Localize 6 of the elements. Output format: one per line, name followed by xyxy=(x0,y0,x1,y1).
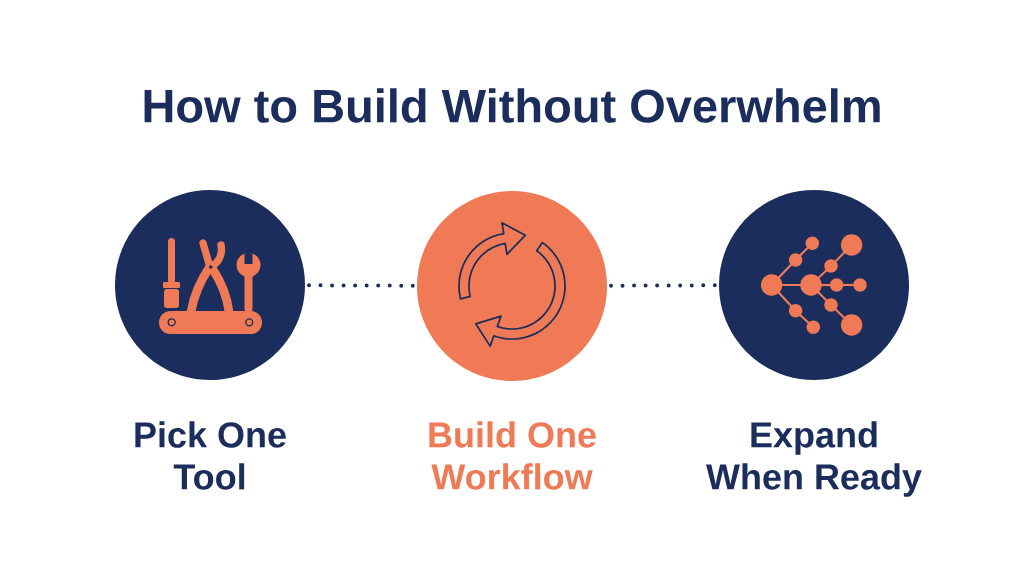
step-label: Build One Workflow xyxy=(429,421,596,490)
dotted-line xyxy=(609,283,717,288)
step-label: Expand When Ready xyxy=(706,421,922,497)
step-label: Pick One Tool xyxy=(135,421,286,490)
dotted-line xyxy=(307,283,415,288)
title: How to Build Without Overwhelm xyxy=(144,88,880,123)
